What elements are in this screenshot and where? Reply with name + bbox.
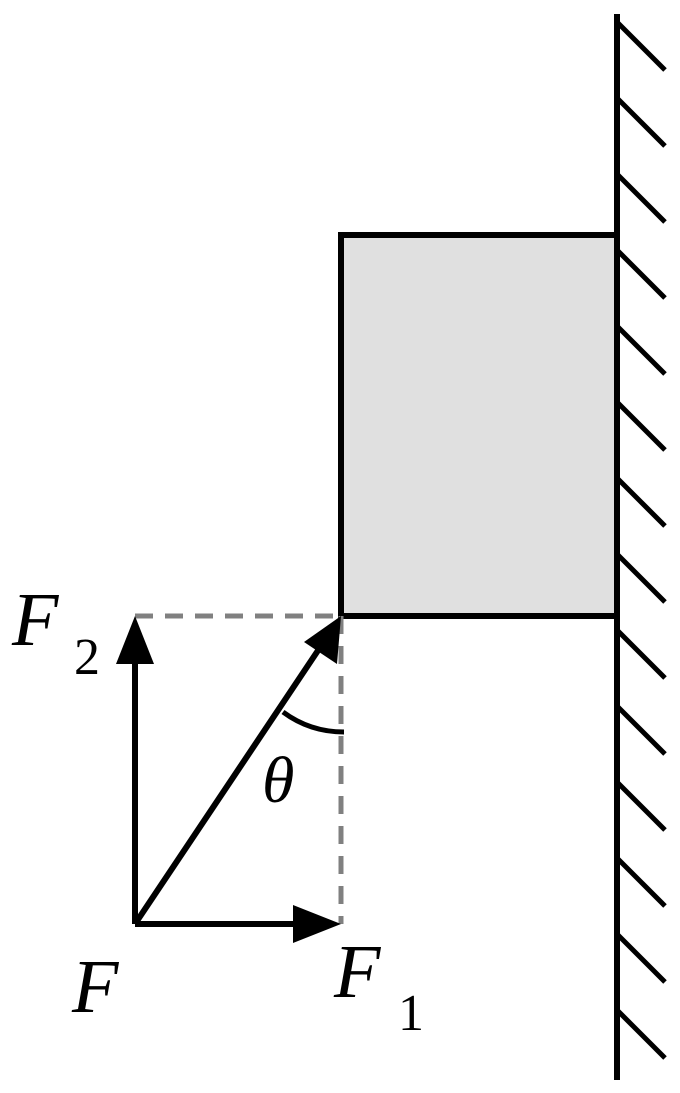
arrowhead-f2 [116,616,154,664]
label-f1-subscript: 1 [398,985,424,1042]
arrowhead-f [304,616,341,664]
vector-f [132,638,328,926]
hatch-line [615,856,667,908]
wall [614,14,667,1080]
block [338,232,620,619]
hatch-line [615,552,667,604]
hatch-line [615,1008,667,1060]
dashed-guides [135,613,344,924]
hatch-line [615,172,667,224]
wall-hatching [615,20,667,1060]
hatch-line [615,780,667,832]
force-vectors [130,638,328,929]
arrowhead-f1 [293,905,341,943]
hatch-line [615,704,667,756]
hatch-line [615,932,667,984]
hatch-line [615,476,667,528]
hatch-line [615,248,667,300]
hatch-line [615,628,667,680]
label-f: F [71,945,120,1029]
hatch-line [615,96,667,148]
arrowheads [116,616,341,943]
label-f1: F [333,930,382,1014]
label-theta: θ [262,744,294,817]
hatch-line [615,400,667,452]
angle-arc [281,709,345,735]
hatch-line [615,20,667,72]
hatch-line [615,324,667,376]
label-f2-subscript: 2 [74,629,100,686]
label-f2: F [11,578,60,662]
